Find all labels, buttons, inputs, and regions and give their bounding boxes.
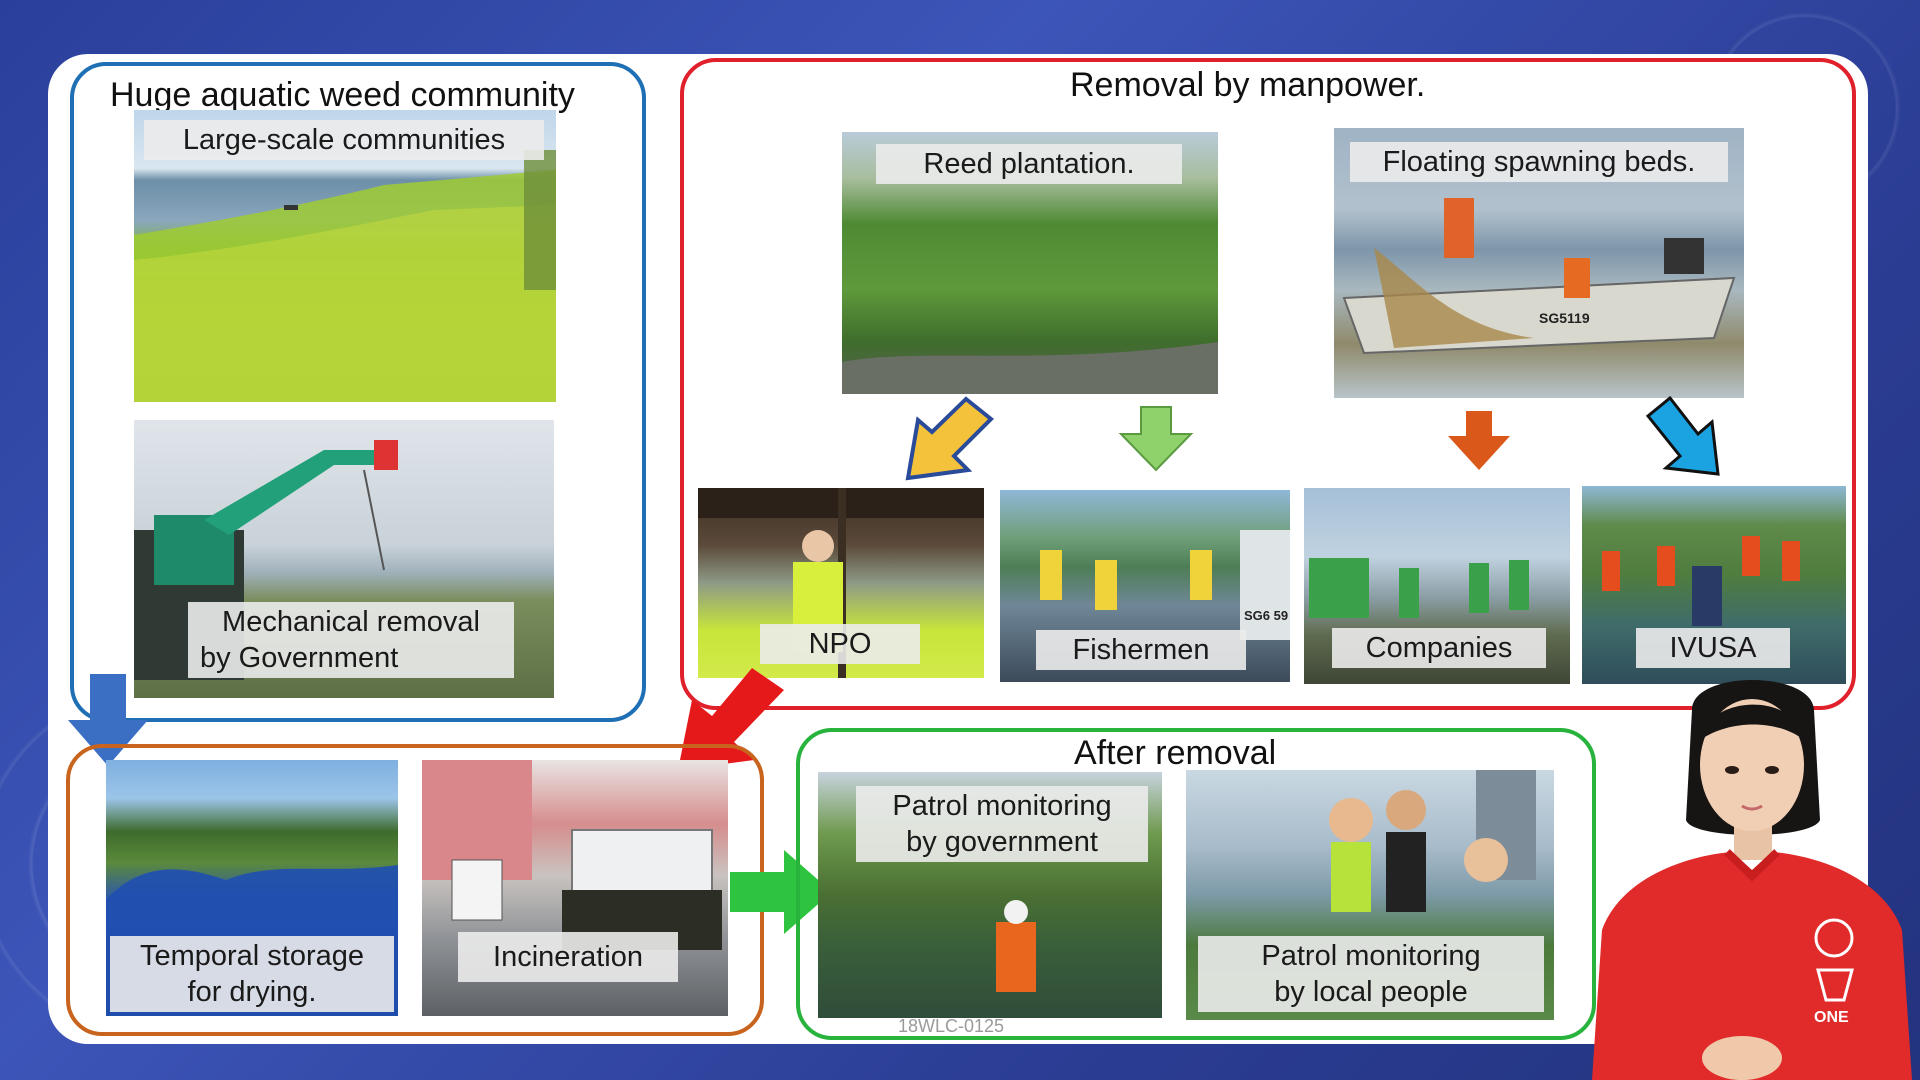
companies-label: Companies — [1332, 628, 1546, 668]
slide: Huge aquatic weed community Large-scale … — [48, 54, 1868, 1044]
fishermen-label: Fishermen — [1036, 630, 1246, 670]
local-people-patrol-photo: Patrol monitoring by local people — [1186, 770, 1554, 1020]
arrow-yellow-icon — [905, 396, 994, 481]
spawning-beds-caption: Floating spawning beds. — [1350, 142, 1728, 182]
reed-plantation-caption: Reed plantation. — [876, 144, 1182, 184]
large-scale-caption: Large-scale communities — [144, 120, 544, 160]
npo-label: NPO — [760, 624, 920, 664]
government-patrol-photo: Patrol monitoring by government — [818, 772, 1162, 1018]
after-removal-frame — [796, 728, 1596, 1040]
ivusa-photo: IVUSA — [1582, 486, 1846, 684]
shoreline-illustration — [134, 150, 556, 402]
manpower-title: Removal by manpower. — [1070, 66, 1426, 104]
presenter: ONE — [1592, 680, 1912, 1080]
slide-id-watermark: 18WLC-0125 — [898, 1016, 1005, 1036]
incineration-photo: Incineration — [422, 760, 728, 1016]
spawning-beds-photo: SG5119 Floating spawning beds. — [1334, 128, 1744, 398]
manpower-frame — [680, 58, 1856, 710]
reed-plantation-photo: Reed plantation. — [842, 132, 1218, 394]
mechanical-removal-photo: Mechanical removal by Government — [134, 420, 554, 698]
arrow-green-icon — [730, 850, 832, 934]
government-patrol-caption: Patrol monitoring by government — [856, 786, 1148, 862]
shirt-print-icon — [1814, 918, 1854, 1002]
temporal-storage-photo: Temporal storage for drying. — [106, 760, 398, 1016]
weed-community-frame — [70, 62, 646, 722]
fishermen-boat-number: SG6 59 — [1244, 608, 1288, 623]
fishermen-photo: SG6 59 Fishermen — [1000, 490, 1290, 682]
reed-illustration — [842, 342, 1218, 394]
temporal-storage-caption: Temporal storage for drying. — [110, 936, 394, 1012]
after-removal-title: After removal — [1074, 734, 1277, 772]
npo-photo: NPO — [698, 488, 984, 678]
ivusa-label: IVUSA — [1636, 628, 1790, 668]
arrow-blue-icon — [68, 674, 148, 766]
incineration-caption: Incineration — [458, 932, 678, 982]
boat-number: SG5119 — [1539, 310, 1590, 326]
shirt-print-text: ONE — [1814, 1009, 1849, 1026]
mechanical-removal-caption: Mechanical removal by Government — [188, 602, 514, 678]
companies-photo: Companies — [1304, 488, 1570, 684]
arrow-lightgreen-icon — [1118, 406, 1194, 472]
local-people-patrol-caption: Patrol monitoring by local people — [1198, 936, 1544, 1012]
boat-illustration: SG5119 — [1342, 198, 1736, 355]
weed-community-title: Huge aquatic weed community — [110, 76, 575, 114]
large-scale-photo: Large-scale communities — [134, 110, 556, 402]
arrow-cyan-icon — [1645, 395, 1720, 476]
arrow-orange-icon — [1448, 411, 1510, 470]
